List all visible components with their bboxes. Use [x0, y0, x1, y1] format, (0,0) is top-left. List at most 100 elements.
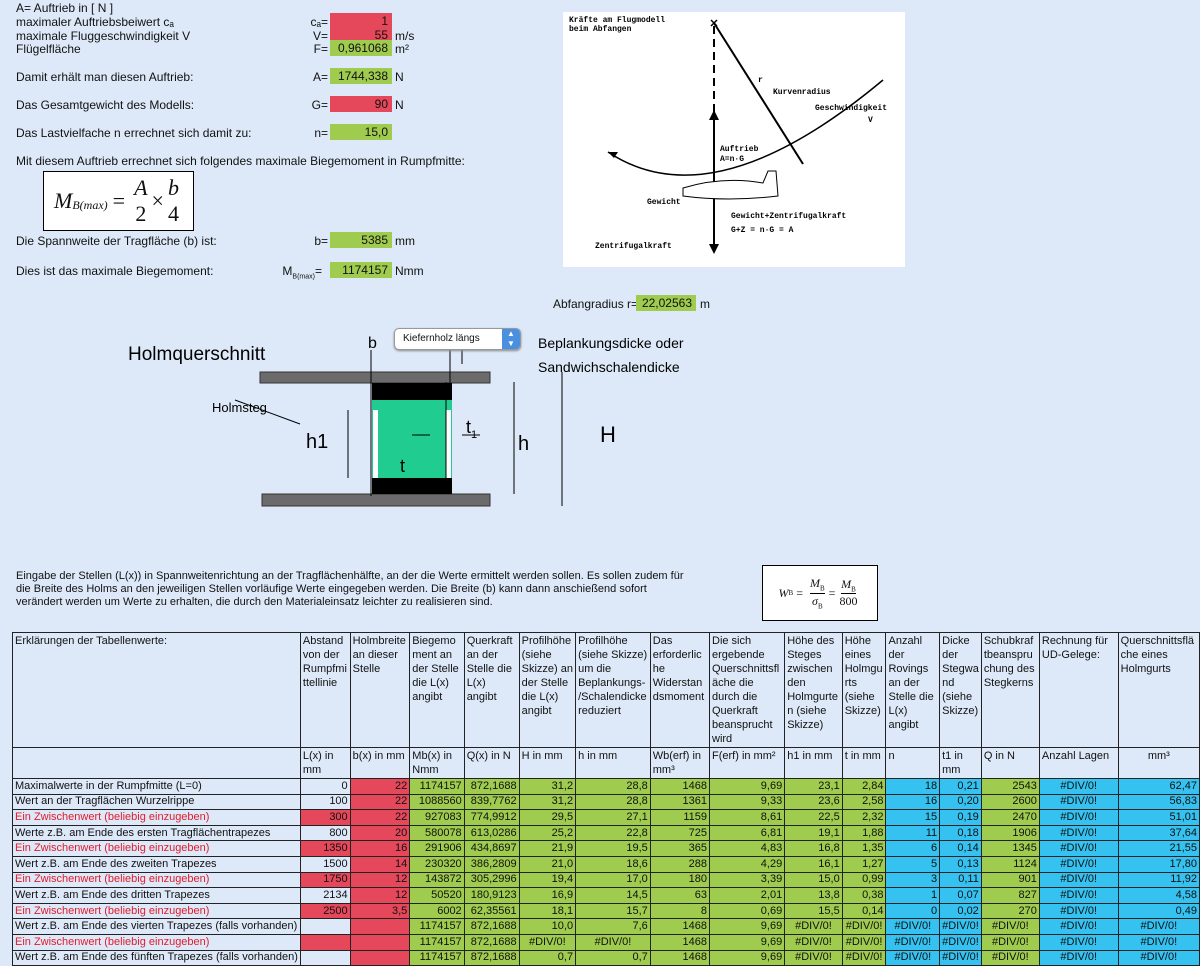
cell-t1: #DIV/0!	[939, 918, 982, 935]
cell-h: 0,7	[575, 949, 651, 966]
cell-lx[interactable]: 1350	[299, 840, 351, 857]
cell-bx[interactable]: 16	[349, 840, 411, 857]
label-v: V	[868, 116, 873, 125]
formula-times: ×	[151, 188, 164, 213]
cell-label: Wert z.B. am Ende des vierten Trapezes (…	[12, 918, 301, 935]
top-spar-cap	[372, 383, 452, 400]
cell-lx: 100	[299, 793, 351, 811]
cell-t1: 0,11	[939, 871, 982, 889]
v-label: maximale Fluggeschwindigkeit V	[16, 29, 191, 43]
cell-qn: #DIV/0!	[980, 949, 1040, 966]
wb-den-1: σ	[812, 593, 818, 608]
f-unit: m²	[395, 42, 409, 56]
cell-H: #DIV/0!	[518, 933, 577, 951]
cell-wb: 365	[649, 840, 711, 857]
column-header: Querkraft an der Stelle die L(x) angibt	[463, 632, 520, 748]
cell-lx[interactable]: 2500	[299, 902, 351, 920]
cell-bx[interactable]: 12	[349, 871, 411, 889]
cell-wb: 1361	[649, 793, 711, 811]
cell-H: 16,9	[518, 887, 577, 904]
column-header: Höhe des Steges zwischen den Holmgurte n…	[784, 632, 843, 748]
cell-t1: 0,19	[939, 809, 982, 826]
cell-n: 6	[885, 840, 941, 857]
cell-lx: 800	[299, 824, 351, 842]
g-input[interactable]: 90	[330, 96, 392, 112]
column-header: Querschnittsflä che eines Holmgurts	[1117, 632, 1200, 748]
cell-qn: 2543	[980, 778, 1040, 795]
formula-eq: =	[112, 188, 126, 213]
cell-bx[interactable]: 22	[349, 778, 411, 795]
n-symbol: n=	[314, 126, 328, 140]
wb-num-2-sub: B	[851, 585, 856, 594]
material-select[interactable]: Kiefernholz längs▲▼	[394, 328, 521, 350]
cell-t: 2,32	[841, 809, 887, 826]
cell-bx[interactable]	[349, 949, 411, 966]
wb-eq: =	[796, 585, 803, 600]
column-unit: b(x) in mm	[349, 747, 411, 779]
table-row: Werte z.B. am Ende des ersten Tragfläche…	[12, 824, 1200, 842]
f-symbol: F=	[313, 42, 328, 56]
cell-lx[interactable]	[299, 933, 351, 951]
column-header: Die sich ergebende Querschnittsfl äche d…	[708, 632, 786, 748]
cell-mb: 1174157	[409, 918, 465, 935]
cell-label: Ein Zwischenwert (beliebig einzugeben)	[12, 933, 301, 951]
radius-line	[713, 22, 804, 165]
cell-bx[interactable]: 12	[349, 887, 411, 904]
table-row: Ein Zwischenwert (beliebig einzugeben)11…	[12, 933, 1200, 951]
ca-input[interactable]: 1	[330, 13, 392, 29]
label-zentrifugalkraft: Zentrifugalkraft	[595, 242, 672, 251]
cell-lx[interactable]	[299, 949, 351, 966]
b-symbol: b=	[314, 234, 328, 248]
r-label: Abfangradius r=	[553, 297, 639, 311]
cell-h: 27,1	[575, 809, 651, 826]
cell-area: 11,92	[1117, 871, 1200, 889]
cell-H: 18,1	[518, 902, 577, 920]
cell-bx[interactable]: 3,5	[349, 902, 411, 920]
cell-lx[interactable]: 300	[299, 809, 351, 826]
cell-bx[interactable]: 22	[349, 809, 411, 826]
g-symbol: G=	[311, 98, 328, 112]
cell-lagen: #DIV/0!	[1038, 949, 1119, 966]
cell-lx[interactable]: 1750	[299, 871, 351, 889]
label-gz-eq: G+Z = n·G = A	[731, 226, 794, 235]
cell-bx[interactable]: 22	[349, 793, 411, 811]
column-unit: t in mm	[841, 747, 887, 779]
cell-t1: 0,14	[939, 840, 982, 857]
cell-area: 0,49	[1117, 902, 1200, 920]
cell-bx[interactable]: 14	[349, 855, 411, 873]
cell-mb: 50520	[409, 887, 465, 904]
cell-wb: 180	[649, 871, 711, 889]
cross-section-title: Holmquerschnitt	[128, 344, 266, 365]
table-row: Wert z.B. am Ende des vierten Trapezes (…	[12, 918, 1200, 935]
cell-t1: 0,13	[939, 855, 982, 873]
cell-bx[interactable]	[349, 933, 411, 951]
cell-lx[interactable]	[299, 918, 351, 935]
label-beplankung-2: Sandwichschalendicke	[538, 359, 680, 375]
cell-bx[interactable]	[349, 918, 411, 935]
cell-area: #DIV/0!	[1117, 933, 1200, 951]
cell-f: 9,69	[708, 933, 786, 951]
column-header: Anzahl der Rovings an der Stelle die L(x…	[885, 632, 941, 748]
v-input[interactable]: 55	[330, 27, 392, 43]
cell-t: 1,35	[841, 840, 887, 857]
cell-H: 25,2	[518, 824, 577, 842]
cell-q: 872,1688	[463, 778, 520, 795]
cell-H: 10,0	[518, 918, 577, 935]
mb-unit: Nmm	[395, 264, 424, 278]
cell-mb: 6002	[409, 902, 465, 920]
cell-t: 2,84	[841, 778, 887, 795]
cell-bx[interactable]: 20	[349, 824, 411, 842]
column-unit: Anzahl Lagen	[1038, 747, 1119, 779]
column-unit: Mb(x) in Nmm	[409, 747, 465, 779]
cell-wb: 1468	[649, 778, 711, 795]
column-unit: n	[885, 747, 941, 779]
wb-lhs-sub: B	[788, 589, 794, 597]
cell-f: 9,69	[708, 949, 786, 966]
cell-t1: 0,21	[939, 778, 982, 795]
cell-h1: #DIV/0!	[784, 949, 843, 966]
cell-t1: 0,18	[939, 824, 982, 842]
cell-label: Wert z.B. am Ende des fünften Trapezes (…	[12, 949, 301, 966]
a-symbol: A=	[312, 70, 328, 84]
